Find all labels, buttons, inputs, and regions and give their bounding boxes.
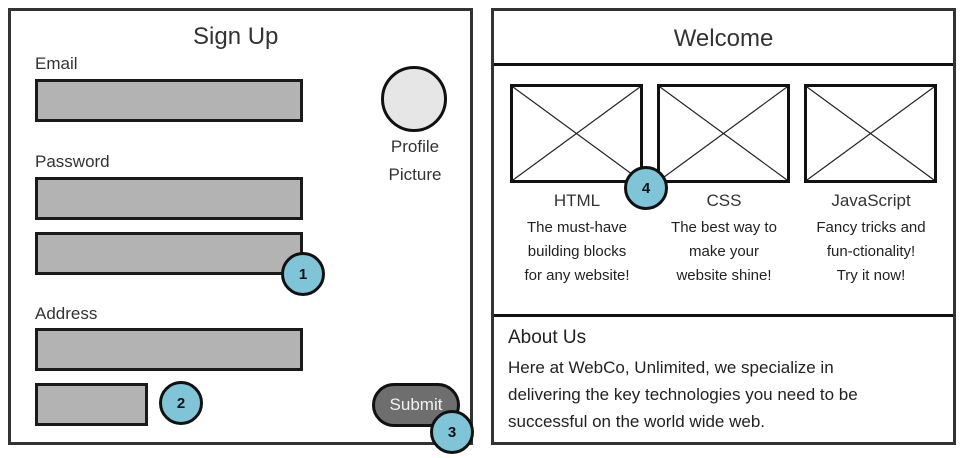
about-line: successful on the world wide web. <box>508 412 766 431</box>
image-placeholder-icon <box>807 87 934 180</box>
about-divider <box>494 314 953 317</box>
card-desc-css: The best way to make your website shine! <box>649 216 799 288</box>
desc-line: Fancy tricks and <box>816 219 926 236</box>
card-desc-javascript: Fancy tricks and fun-ctionality! Try it … <box>796 216 946 288</box>
signup-panel: Sign Up Email Password Address Profile P… <box>8 8 473 445</box>
signup-title: Sign Up <box>193 23 279 50</box>
desc-line: The best way to <box>671 219 777 236</box>
address-field[interactable] <box>35 328 303 371</box>
annotation-badge-4: 4 <box>624 166 668 210</box>
confirm-password-field[interactable] <box>35 232 303 275</box>
about-text: Here at WebCo, Unlimited, we specialize … <box>508 354 948 435</box>
image-placeholder-icon <box>513 87 640 180</box>
address-short-field[interactable] <box>35 383 148 426</box>
annotation-badge-2: 2 <box>159 381 203 425</box>
html-image-placeholder <box>510 84 643 183</box>
card-title-html: HTML <box>553 191 601 210</box>
profile-picture[interactable] <box>381 66 447 132</box>
css-image-placeholder <box>657 84 790 183</box>
profile-label-line2: Picture <box>388 165 442 184</box>
profile-picture-label: Profile Picture <box>379 133 451 189</box>
desc-line: make your <box>688 243 760 260</box>
desc-line: website shine! <box>676 267 772 284</box>
welcome-title: Welcome <box>673 25 774 52</box>
annotation-badge-3: 3 <box>430 410 474 454</box>
password-field[interactable] <box>35 177 303 220</box>
about-line: delivering the key technologies you need… <box>508 385 858 404</box>
annotation-badge-1: 1 <box>281 252 325 296</box>
header-divider <box>494 63 953 66</box>
about-title: About Us <box>508 327 587 348</box>
email-field[interactable] <box>35 79 303 122</box>
card-desc-html: The must-have building blocks for any we… <box>502 216 652 288</box>
about-line: Here at WebCo, Unlimited, we specialize … <box>508 358 834 377</box>
desc-line: Try it now! <box>836 267 906 284</box>
password-label: Password <box>35 152 110 171</box>
profile-label-line1: Profile <box>390 137 440 156</box>
desc-line: fun-ctionality! <box>826 243 916 260</box>
javascript-image-placeholder <box>804 84 937 183</box>
card-title-css: CSS <box>706 191 742 210</box>
submit-button[interactable]: Submit <box>372 383 460 427</box>
desc-line: The must-have <box>526 219 628 236</box>
desc-line: building blocks <box>527 243 627 260</box>
desc-line: for any website! <box>524 267 630 284</box>
welcome-panel: Welcome HTML CSS JavaScript The must-hav… <box>491 8 956 445</box>
image-placeholder-icon <box>660 87 787 180</box>
address-label: Address <box>35 304 98 323</box>
card-title-javascript: JavaScript <box>831 191 911 210</box>
email-label: Email <box>35 54 78 73</box>
